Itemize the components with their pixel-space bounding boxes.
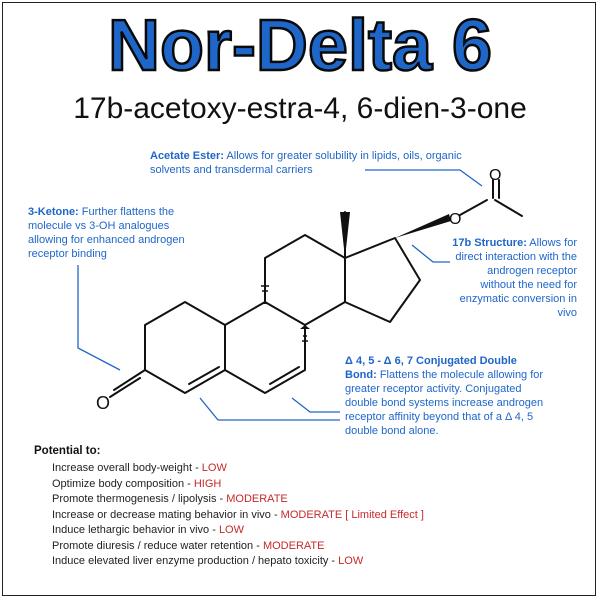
ketone-bond-double bbox=[109, 377, 141, 398]
note-delta-text: Flattens the molecule allowing for great… bbox=[345, 369, 544, 437]
potential-level: MODERATE [ Limited Effect ] bbox=[280, 508, 424, 521]
ring-c bbox=[264, 234, 346, 326]
note-ketone-text: Further flattens the molecule vs 3-OH an… bbox=[28, 206, 185, 260]
potential-level: LOW bbox=[201, 462, 227, 474]
ring-a bbox=[144, 301, 226, 394]
note-conjugated-double-bond: Δ 4, 5 - Δ 6, 7 Conjugated Double Bond: … bbox=[345, 354, 545, 438]
potential-level: LOW bbox=[218, 524, 244, 536]
leader-delta-b bbox=[291, 397, 340, 413]
potential-list: Increase overall body-weight - LOW Optim… bbox=[34, 461, 584, 570]
potential-item-text: Induce lethargic behavior in vivo - bbox=[52, 524, 219, 536]
page-title: Nor-Delta 6 bbox=[107, 5, 494, 88]
leader-ketone bbox=[77, 265, 121, 371]
potential-item-text: Optimize body composition - bbox=[52, 477, 194, 490]
atom-o-ketone: O bbox=[96, 393, 110, 413]
note-ketone-label: 3-Ketone: bbox=[28, 206, 79, 218]
note-3-ketone: 3-Ketone: Further flattens the molecule … bbox=[28, 205, 208, 261]
wedge-c14 bbox=[300, 325, 310, 329]
ketone-bond bbox=[113, 369, 146, 391]
leader-delta-a bbox=[199, 397, 340, 421]
list-item: Promote diuresis / reduce water retentio… bbox=[34, 539, 584, 555]
chemical-name: 17b-acetoxy-estra-4, 6-dien-3-one bbox=[73, 92, 527, 125]
note-acetate-ester: Acetate Ester: Allows for greater solubi… bbox=[150, 149, 470, 177]
c6-c7-double-bond bbox=[269, 366, 300, 385]
potential-item-text: Increase overall body-weight - bbox=[52, 462, 202, 474]
ring-d bbox=[344, 237, 421, 323]
potential-level: MODERATE bbox=[226, 493, 288, 505]
potential-heading: Potential to: bbox=[34, 445, 101, 457]
potential-item-text: Promote thermogenesis / lipolysis - bbox=[52, 493, 227, 505]
ring-b bbox=[224, 301, 306, 394]
list-item: Induce lethargic behavior in vivo - LOW bbox=[34, 523, 584, 539]
note-17b-text: Allows for direct interaction with the a… bbox=[455, 237, 577, 319]
potential-item-text: Increase or decrease mating behavior in … bbox=[52, 508, 281, 521]
leader-17b bbox=[411, 244, 450, 263]
wedge-c9-h bbox=[261, 302, 269, 304]
hash-bonds bbox=[261, 285, 308, 342]
potential-section: Potential to: Increase overall body-weig… bbox=[34, 444, 584, 570]
leader-acetate bbox=[365, 169, 483, 187]
note-17b-label: 17b Structure: bbox=[452, 237, 527, 249]
list-item: Increase or decrease mating behavior in … bbox=[34, 508, 584, 524]
ester-link bbox=[459, 199, 488, 216]
list-item: Promote thermogenesis / lipolysis - MODE… bbox=[34, 492, 584, 508]
list-item: Optimize body composition - HIGH bbox=[34, 477, 584, 493]
potential-level: LOW bbox=[338, 555, 364, 567]
note-acetate-text: Allows for greater solubility in lipids,… bbox=[150, 150, 462, 176]
note-17b-structure: 17b Structure: Allows for direct interac… bbox=[452, 236, 577, 320]
potential-level: MODERATE bbox=[262, 539, 325, 552]
wedge-methyl bbox=[340, 212, 350, 258]
note-delta-label: Δ 4, 5 - Δ 6, 7 Conjugated Double Bond: bbox=[345, 355, 517, 381]
potential-item-text: Induce elevated liver enzyme production … bbox=[52, 555, 339, 567]
note-acetate-label: Acetate Ester: bbox=[150, 150, 224, 162]
c4-c5-double-bond bbox=[188, 366, 220, 385]
potential-item-text: Promote diuresis / reduce water retentio… bbox=[52, 539, 263, 552]
atom-o-carbonyl: O bbox=[489, 167, 501, 184]
potential-level: HIGH bbox=[193, 477, 222, 490]
list-item: Increase overall body-weight - LOW bbox=[34, 461, 584, 477]
acyl-c-methyl bbox=[494, 199, 523, 217]
wedge-17b-oxy bbox=[395, 214, 451, 238]
atom-o-ester: O bbox=[449, 211, 461, 228]
list-item: Induce elevated liver enzyme production … bbox=[34, 554, 584, 570]
